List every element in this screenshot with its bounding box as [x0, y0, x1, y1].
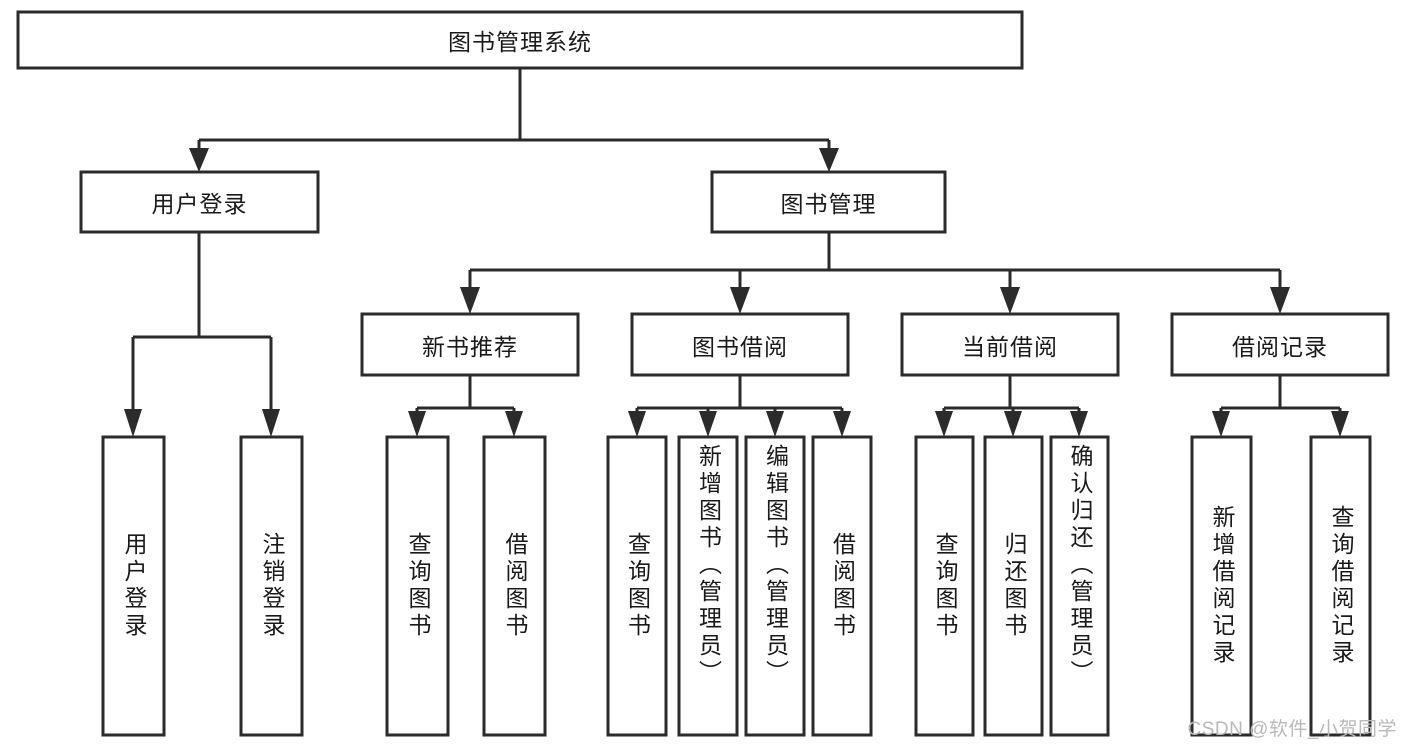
node-book-borrow-box[interactable] [630, 312, 850, 377]
arrow-head-icon [1070, 411, 1088, 437]
arrow-head-icon [730, 287, 750, 314]
leaf-box-3[interactable] [482, 435, 547, 737]
leaf-box-0[interactable] [101, 435, 166, 737]
leaf-box-10[interactable] [1049, 435, 1110, 737]
connector-group-current [935, 375, 1088, 437]
node-new-book-recommend-box[interactable] [360, 312, 580, 377]
arrow-head-icon [408, 411, 426, 437]
leaf-box-12[interactable] [1309, 435, 1372, 737]
node-user-login-box[interactable] [79, 170, 320, 234]
arrow-head-icon [1212, 411, 1230, 437]
arrow-head-icon [628, 411, 646, 437]
arrow-head-icon [699, 411, 717, 437]
arrow-head-icon [1000, 287, 1020, 314]
node-root-box[interactable] [16, 10, 1024, 70]
arrow-head-icon [262, 409, 280, 437]
connector-group-book-mgmt [460, 232, 1290, 314]
arrow-head-icon [189, 148, 209, 172]
arrow-head-icon [505, 411, 523, 437]
arrow-head-icon [460, 287, 480, 314]
leaf-box-1[interactable] [239, 435, 304, 737]
connector-group-record [1212, 375, 1349, 437]
node-borrow-record-box[interactable] [1170, 312, 1390, 377]
node-current-borrow-box[interactable] [900, 312, 1120, 377]
leaf-box-7[interactable] [811, 435, 873, 737]
connector-group-user-login [124, 232, 280, 437]
leaf-box-8[interactable] [914, 435, 975, 737]
connector-group-newbook [408, 375, 523, 437]
leaf-box-9[interactable] [983, 435, 1044, 737]
arrow-head-icon [1331, 411, 1349, 437]
leaf-box-5[interactable] [677, 435, 739, 737]
leaf-box-4[interactable] [606, 435, 668, 737]
connector-group-root [189, 68, 839, 172]
arrow-head-icon [1004, 411, 1022, 437]
arrow-head-icon [819, 148, 839, 172]
node-book-management-box[interactable] [710, 170, 947, 234]
arrow-head-icon [833, 411, 851, 437]
arrow-head-icon [1270, 287, 1290, 314]
arrow-head-icon [935, 411, 953, 437]
leaf-box-6[interactable] [744, 435, 806, 737]
leaf-box-2[interactable] [385, 435, 450, 737]
leaf-box-11[interactable] [1190, 435, 1253, 737]
connector-group-borrow [628, 375, 851, 437]
arrow-head-icon [124, 409, 142, 437]
arrow-head-icon [766, 411, 784, 437]
